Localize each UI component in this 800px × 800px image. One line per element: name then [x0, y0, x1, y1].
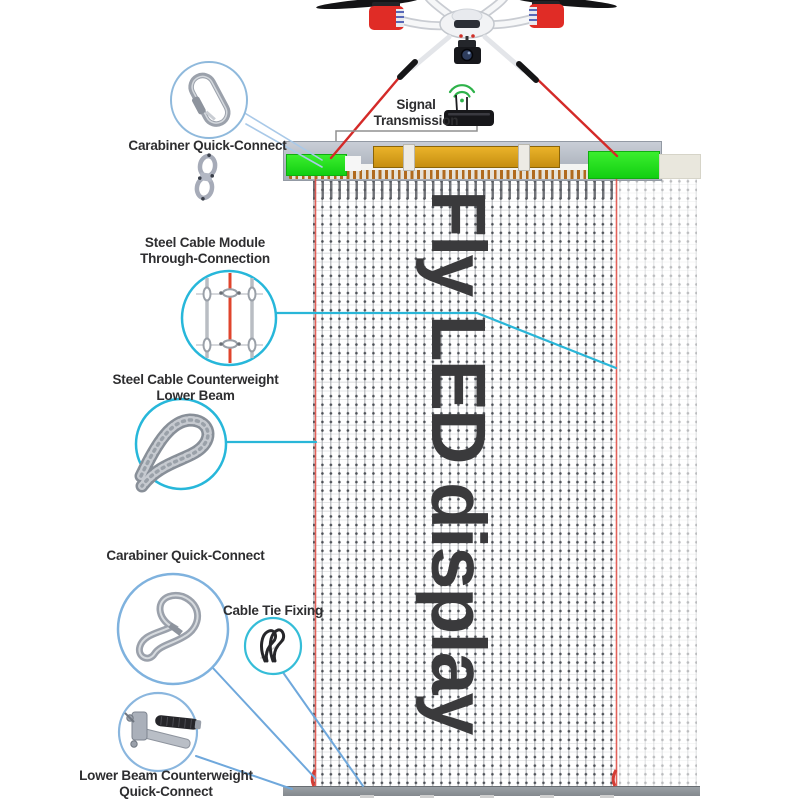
carabiner-top-label: Carabiner Quick-Connect — [128, 138, 287, 153]
motor-pod-icon — [369, 1, 564, 30]
drone-icon — [316, 0, 617, 83]
mesh-top-fringe — [313, 179, 617, 199]
leader-lines — [195, 111, 618, 790]
steel-cable-module-label: Steel Cable Module Through-Connection — [140, 235, 270, 267]
callout-steel-cable-module — [180, 269, 278, 367]
receiver-box-icon — [444, 94, 494, 126]
lower-beam-counterweight-label: Lower Beam Counterweight Quick-Connect — [79, 768, 253, 800]
cable-module-icon — [196, 273, 263, 363]
connector-bead-row — [289, 170, 656, 179]
beam-clip-right — [518, 144, 530, 171]
steel-cable-counterweight-label: Steel Cable Counterweight Lower Beam — [112, 372, 279, 404]
green-mount-right — [588, 151, 660, 179]
curtain-red-cables — [314, 179, 618, 786]
watermark-text: Fly LED display — [415, 190, 501, 734]
red-cable-bottom-hooks — [310, 769, 618, 787]
lower-beam-joint — [360, 795, 374, 798]
callout-cable-tie — [243, 616, 303, 676]
signal-transmission-label: Signal Transmission — [373, 97, 459, 129]
carabiner-lower-label: Carabiner Quick-Connect — [106, 548, 265, 563]
lower-beam-joint — [420, 795, 434, 798]
quick-connect-icon — [124, 711, 202, 749]
steel-rope-icon — [134, 413, 215, 493]
led-mesh-curtain-faint — [619, 179, 697, 787]
callout-carabiner-top — [170, 61, 248, 139]
beam-extension-right — [659, 154, 701, 179]
tube-clamp-icon — [194, 153, 218, 201]
propeller-icon — [316, 0, 617, 10]
callout-lower-beam-counterweight — [117, 691, 202, 773]
drone-lift-cables — [329, 71, 619, 160]
cable-tie-icon — [260, 628, 286, 663]
lower-beam — [283, 786, 700, 796]
lower-beam-joint — [540, 795, 554, 798]
lower-beam-joint — [600, 795, 614, 798]
led-mesh-curtain — [313, 179, 617, 787]
callout-steel-cable-counterweight — [134, 397, 228, 493]
carabiner-icon — [188, 72, 231, 127]
snap-hook-carabiner-icon — [135, 591, 201, 662]
cable-tie-label: Cable Tie Fixing — [222, 603, 324, 618]
router-wire — [335, 126, 478, 141]
callout-carabiner-lower — [116, 572, 230, 686]
beam-white-notch — [345, 156, 361, 171]
beam-clip-left — [403, 144, 415, 171]
lower-beam-joint — [480, 795, 494, 798]
camera-gimbal-icon — [454, 36, 481, 64]
